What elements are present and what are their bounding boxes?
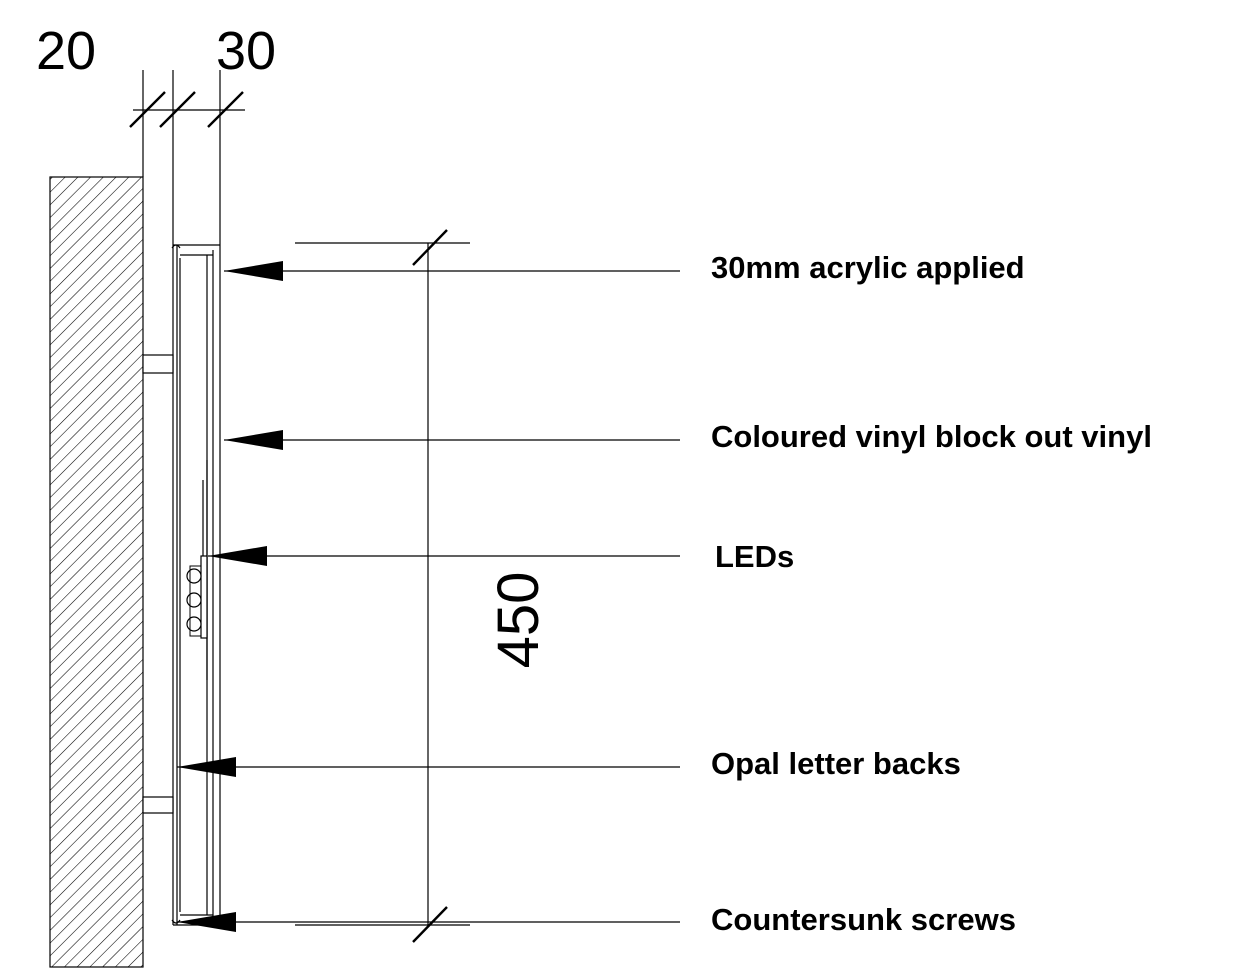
height-dimension: [295, 229, 470, 943]
wall-gap-dimension-text: 20: [36, 21, 96, 81]
annotation-leds: LEDs: [715, 539, 794, 574]
annotation-acrylic: 30mm acrylic applied: [711, 250, 1025, 285]
wall-section: [49, 176, 144, 968]
height-dimension-text: 450: [486, 572, 551, 669]
leader-arrows: [177, 261, 680, 932]
top-dimension: [129, 70, 245, 245]
annotation-opal-backs: Opal letter backs: [711, 746, 961, 781]
depth-dimension-text: 30: [216, 21, 276, 81]
annotation-vinyl: Coloured vinyl block out vinyl: [711, 419, 1152, 454]
letter-body: [171, 244, 221, 926]
annotation-screws: Countersunk screws: [711, 902, 1016, 937]
led-module: [186, 555, 208, 639]
wall-fixings: [142, 354, 174, 814]
